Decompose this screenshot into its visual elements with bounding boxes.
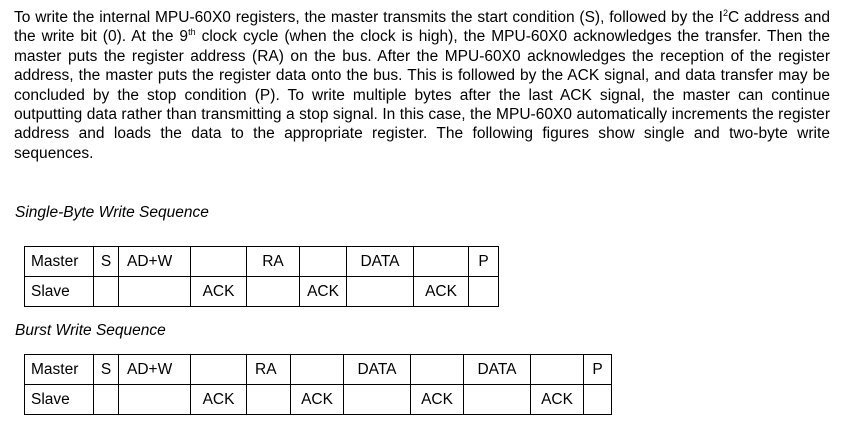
cell-empty [413, 246, 469, 277]
cell-register-address: RA [246, 354, 291, 385]
single-byte-write-heading: Single-Byte Write Sequence [15, 204, 209, 221]
burst-write-heading: Burst Write Sequence [15, 322, 166, 339]
cell-start: S [93, 354, 119, 385]
master-row: Master S AD+W RA DATA DATA P [24, 354, 612, 385]
cell-empty [346, 276, 414, 307]
paragraph-part-1: To write the internal MPU-60X0 registers… [14, 9, 723, 26]
paragraph-superscript-2: th [188, 27, 196, 38]
cell-ack: ACK [290, 384, 344, 415]
cell-ack: ACK [413, 276, 469, 307]
cell-empty [93, 276, 119, 307]
cell-ack: ACK [190, 276, 247, 307]
paragraph-part-3: clock cycle (when the clock is high), th… [14, 28, 830, 162]
master-row: Master S AD+W RA DATA P [24, 246, 499, 277]
row-label-slave: Slave [24, 276, 94, 307]
cell-empty [246, 276, 300, 307]
cell-empty [118, 276, 191, 307]
cell-address-write: AD+W [118, 246, 191, 277]
cell-ack: ACK [299, 276, 347, 307]
slave-row: Slave ACK ACK ACK [24, 276, 499, 307]
cell-ack: ACK [530, 384, 584, 415]
cell-empty [530, 354, 584, 385]
cell-stop: P [468, 246, 499, 277]
cell-empty [299, 246, 347, 277]
cell-ack: ACK [410, 384, 464, 415]
cell-empty [190, 354, 247, 385]
cell-empty [118, 384, 191, 415]
row-label-master: Master [24, 354, 94, 385]
cell-data: DATA [343, 354, 411, 385]
cell-empty [410, 354, 464, 385]
cell-start: S [93, 246, 119, 277]
cell-empty [583, 384, 612, 415]
row-label-master: Master [24, 246, 94, 277]
cell-empty [290, 354, 344, 385]
paragraph-part-2: C address and the write bit (0). At the … [14, 9, 830, 46]
cell-empty [468, 276, 499, 307]
cell-empty [246, 384, 291, 415]
cell-data: DATA [346, 246, 414, 277]
paragraph-superscript-1: 2 [722, 8, 728, 18]
cell-empty [190, 246, 247, 277]
cell-stop: P [583, 354, 612, 385]
burst-write-table: Master S AD+W RA DATA DATA P Slave ACK A… [24, 354, 612, 415]
cell-empty [343, 384, 411, 415]
row-label-slave: Slave [24, 384, 94, 415]
body-paragraph: To write the internal MPU-60X0 registers… [14, 8, 830, 163]
cell-empty [463, 384, 531, 415]
cell-ack: ACK [190, 384, 247, 415]
cell-address-write: AD+W [118, 354, 191, 385]
cell-empty [93, 384, 119, 415]
cell-register-address: RA [246, 246, 300, 277]
single-byte-write-table: Master S AD+W RA DATA P Slave ACK ACK AC… [24, 246, 499, 307]
slave-row: Slave ACK ACK ACK ACK [24, 384, 612, 415]
cell-data: DATA [463, 354, 531, 385]
